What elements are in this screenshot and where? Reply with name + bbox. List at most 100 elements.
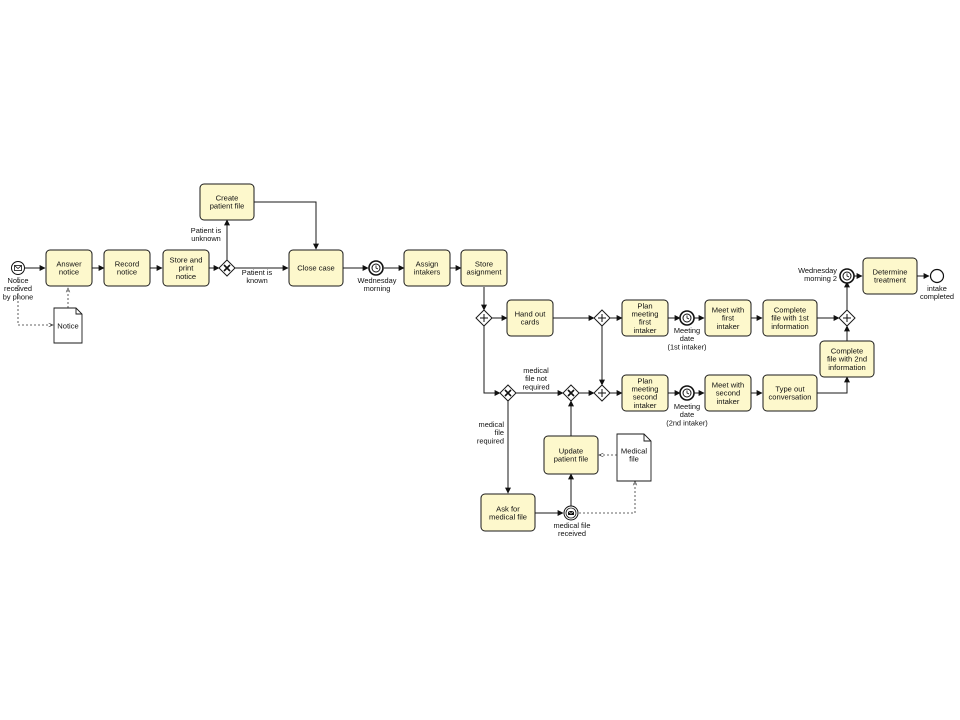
task-label-line: Store: [475, 260, 493, 269]
gateway-exclusive-medical: [499, 384, 517, 402]
gateway-parallel-join-lower: [593, 384, 611, 402]
annotation-line: Meeting: [674, 402, 700, 411]
task-label-line: medical file: [489, 513, 527, 522]
flow-create-file-to-close-case: [254, 201, 319, 250]
task-label-line: intaker: [634, 326, 657, 335]
plus-icon: [598, 389, 606, 397]
task-label-line: Assign: [416, 260, 439, 269]
task-label-line: Determine: [872, 268, 907, 277]
message-event-medical-file: [563, 505, 579, 521]
annotation-line: received: [4, 284, 32, 293]
task-label-line: Complete: [831, 346, 864, 355]
x-icon: [567, 389, 575, 397]
task-label-line: Type out: [775, 385, 805, 394]
plus-icon: [598, 314, 606, 322]
task-label-line: notice: [176, 272, 196, 281]
annotation-line: Patient is: [242, 268, 273, 277]
task-label-line: Update: [559, 447, 584, 456]
annotation-line: completed: [920, 292, 954, 301]
annotation-line: unknown: [191, 234, 221, 243]
annotation-line: date: [680, 410, 694, 419]
task-label-line: second: [633, 393, 658, 402]
task-label-line: Store and: [170, 255, 203, 264]
annotation-line: by phone: [3, 292, 33, 301]
flow-type-out-to-complete-2nd: [817, 376, 850, 394]
task-label-line: Meet with: [712, 305, 745, 314]
task-label-line: notice: [59, 268, 79, 277]
timer-event-wednesday-2: [839, 268, 855, 284]
task-label-line: intaker: [717, 322, 740, 331]
annotation-line: Notice: [8, 276, 29, 285]
task-label-line: print: [179, 264, 195, 273]
annotation-line: morning 2: [804, 274, 837, 283]
annotation-line: medical file: [554, 521, 591, 530]
plus-icon: [480, 314, 488, 322]
task-label-line: information: [771, 322, 809, 331]
document-label-line: file: [629, 455, 639, 464]
task-label-line: Create: [216, 194, 239, 203]
annotation-line: required: [477, 436, 504, 445]
envelope-icon: [568, 511, 574, 515]
task-label-line: Record: [115, 260, 139, 269]
gateway-exclusive-patient: [218, 259, 236, 277]
associations: [17, 277, 635, 514]
x-icon: [504, 389, 512, 397]
task-label-line: intaker: [634, 401, 657, 410]
task-label-line: treatment: [874, 276, 907, 285]
task-label-line: meeting: [631, 310, 658, 319]
task-close-case: Close case: [288, 249, 344, 287]
task-label-line: Complete: [774, 305, 807, 314]
annotation-line: Wednesday: [798, 266, 837, 275]
task-label-line: notice: [117, 268, 137, 277]
gateway-parallel-split: [475, 309, 493, 327]
timer-event-meeting-2: [679, 385, 695, 401]
annotation-line: (1st intaker): [667, 342, 706, 351]
flow-split-to-xor-medical: [483, 326, 501, 396]
timer-event-meeting-1: [679, 310, 695, 326]
annotation-line: known: [246, 276, 267, 285]
gateway-parallel-final-join: [838, 309, 856, 327]
document-label-line: Notice: [57, 322, 79, 331]
task-label-line: first: [722, 314, 735, 323]
annotation-line: file not: [525, 374, 547, 383]
document-label-line: Medical: [621, 447, 647, 456]
gateway-exclusive-merge: [562, 384, 580, 402]
annotation-line: required: [522, 382, 549, 391]
task-label-line: file with 1st: [771, 314, 809, 323]
annotation-line: Patient is: [191, 226, 222, 235]
task-label-line: Meet with: [712, 380, 745, 389]
annotation-line: date: [680, 334, 694, 343]
task-label-line: first: [639, 318, 652, 327]
annotation-line: Meeting: [674, 326, 700, 335]
annotation-line: Wednesday: [358, 276, 397, 285]
task-label-line: cards: [521, 318, 540, 327]
start-event-message: [11, 261, 25, 275]
gateway-parallel-join-upper: [593, 309, 611, 327]
annotation-line: (2nd intaker): [666, 418, 708, 427]
timer-event-wednesday: [368, 260, 384, 276]
data-object-notice: Notice: [53, 307, 83, 344]
annotation-line: intake: [927, 284, 947, 293]
